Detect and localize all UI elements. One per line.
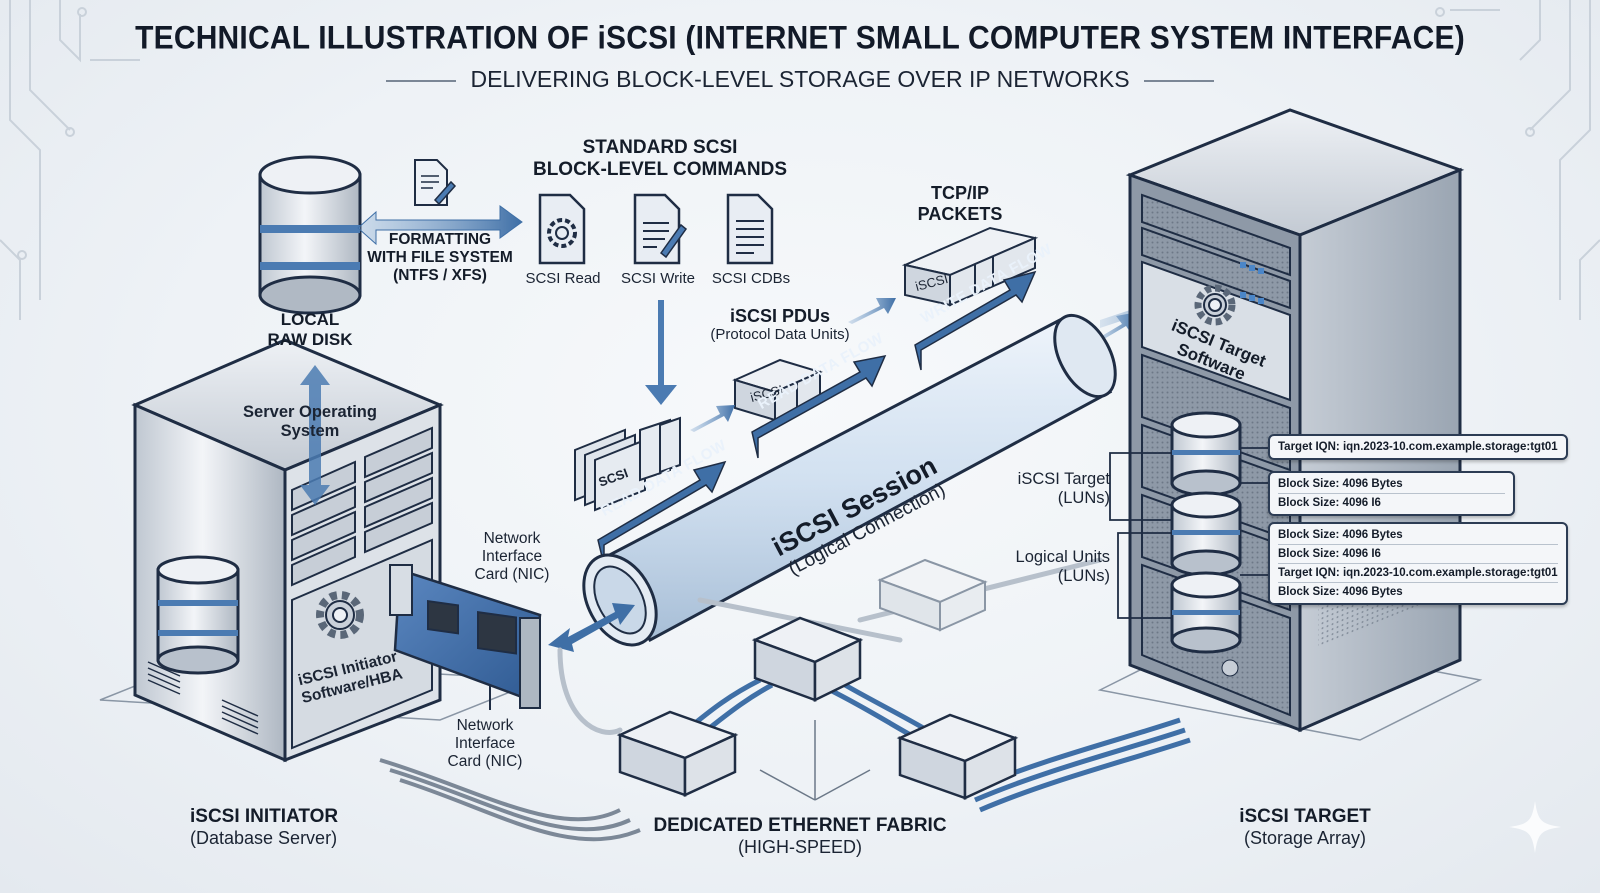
- local-raw-disk-label: LOCAL RAW DISK: [250, 310, 370, 349]
- target-luns-line2: (LUNs): [1057, 488, 1110, 507]
- scsi-cdbs-icon: [726, 193, 774, 265]
- nic-session-arrow: [548, 603, 635, 652]
- tcpip-line1: TCP/IP: [930, 183, 989, 203]
- annotation-row: Target IQN: iqn.2023-10.com.example.stor…: [1278, 441, 1558, 453]
- fabric-caption-subtitle: (HIGH-SPEED): [737, 836, 862, 857]
- lun-bracket-lines: [1109, 447, 1268, 619]
- packet-block-icon: [901, 226, 1039, 307]
- os-vertical-arrow: [300, 365, 330, 505]
- initiator-caption-subtitle: (Database Server): [190, 827, 338, 848]
- nic-upper-label: Network Interface Card (NIC): [462, 530, 562, 583]
- nic-upper-line1: Network: [483, 530, 541, 547]
- formatting-arrow: [357, 205, 523, 246]
- nic-lower-line2: Interface: [454, 734, 516, 752]
- lun-disk-stack: [1170, 411, 1242, 654]
- os-line1: Server Operating: [243, 403, 377, 421]
- initiator-server: [99, 338, 541, 763]
- annotation-row: Target IQN: iqn.2023-10.com.example.stor…: [1278, 564, 1558, 583]
- annotation-row: Block Size: 4096 Bytes: [1278, 475, 1505, 494]
- iscsi-target-luns-label: iSCSI Target (LUNs): [990, 470, 1110, 508]
- logical-units-line2: (LUNs): [1057, 566, 1110, 585]
- target-caption-subtitle: (Storage Array): [1243, 827, 1367, 848]
- target-caption-title: iSCSI TARGET: [1239, 806, 1371, 827]
- annotation-row: Block Size: 4096 I6: [1278, 545, 1558, 564]
- down-arrow: [645, 300, 677, 405]
- circuit-decoration-right: [1435, 0, 1600, 320]
- commands-heading-line1: STANDARD SCSI: [582, 137, 738, 158]
- formatting-line3: (NTFS / XFS): [393, 266, 487, 284]
- page-title: TECHNICAL ILLUSTRATION OF iSCSI (INTERNE…: [135, 20, 1465, 57]
- os-line2: System: [280, 421, 340, 440]
- annotation-box-1: Target IQN: iqn.2023-10.com.example.stor…: [1268, 434, 1568, 460]
- initiator-caption: iSCSI INITIATOR (Database Server): [190, 806, 410, 849]
- initiator-disk-icon: [156, 555, 240, 675]
- ethernet-fabric: [379, 557, 1191, 842]
- circuit-decoration-left: [0, 0, 140, 320]
- annotation-box-3: Block Size: 4096 Bytes Block Size: 4096 …: [1268, 522, 1568, 605]
- pdus-subtitle: (Protocol Data Units): [710, 326, 850, 343]
- fabric-caption-title: DEDICATED ETHERNET FABRIC: [653, 815, 947, 836]
- subtitle-text: DELIVERING BLOCK-LEVEL STORAGE OVER IP N…: [470, 66, 1130, 92]
- nic-lower-line3: Card (NIC): [447, 752, 523, 770]
- tcpip-line2: PACKETS: [917, 203, 1003, 224]
- logical-units-label: Logical Units (LUNs): [990, 548, 1110, 586]
- subtitle-rule-left: [386, 79, 457, 82]
- nic-card-icon: [389, 564, 542, 710]
- scsi-cdbs-label: SCSI CDBs: [711, 270, 791, 287]
- nic-lower-label: Network Interface Card (NIC): [435, 717, 535, 770]
- local-raw-disk-icon: [258, 155, 362, 315]
- scsi-stack-icon: [574, 416, 681, 512]
- write-flow-arrow: [914, 270, 1037, 371]
- target-luns-line1: iSCSI Target: [1017, 470, 1110, 488]
- scsi-write-label: SCSI Write: [621, 270, 695, 287]
- page-subtitle: DELIVERING BLOCK-LEVEL STORAGE OVER IP N…: [0, 66, 1600, 93]
- annotation-row: Block Size: 4096 I6: [1278, 497, 1381, 509]
- fabric-caption: DEDICATED ETHERNET FABRIC (HIGH-SPEED): [640, 815, 960, 858]
- scsi-write-icon: [633, 193, 688, 265]
- nic-lower-line1: Network: [456, 717, 514, 734]
- nic-upper-line2: Interface: [481, 547, 543, 565]
- annotation-box-2: Block Size: 4096 Bytes Block Size: 4096 …: [1268, 471, 1515, 516]
- target-caption: iSCSI TARGET (Storage Array): [1215, 806, 1395, 849]
- sparkle-icon: [1509, 801, 1561, 853]
- scsi-read-icon: [538, 193, 586, 265]
- logical-units-line1: Logical Units: [1015, 548, 1110, 566]
- target-gear-icon: [1194, 284, 1236, 326]
- read-flow-arrow-2: [751, 354, 887, 459]
- annotation-row: Block Size: 4096 Bytes: [1278, 526, 1558, 545]
- file-edit-icon: [414, 159, 457, 206]
- formatting-line2: WITH FILE SYSTEM: [367, 248, 513, 266]
- nic-upper-line3: Card (NIC): [474, 565, 550, 583]
- initiator-gear-icon: [316, 591, 364, 639]
- target-storage-array: [1097, 108, 1483, 741]
- commands-heading: STANDARD SCSI BLOCK-LEVEL COMMANDS: [520, 137, 800, 181]
- local-disk-line2: RAW DISK: [267, 329, 353, 349]
- scsi-read-label: SCSI Read: [525, 270, 601, 287]
- initiator-caption-title: iSCSI INITIATOR: [190, 806, 339, 827]
- subtitle-rule-right: [1143, 79, 1214, 82]
- pdus-title: iSCSI PDUs: [729, 306, 831, 326]
- server-os-label: Server Operating System: [230, 403, 390, 441]
- formatting-label: FORMATTING WITH FILE SYSTEM (NTFS / XFS): [355, 231, 525, 284]
- annotation-row: Block Size: 4096 Bytes: [1278, 586, 1403, 598]
- commands-heading-line2: BLOCK-LEVEL COMMANDS: [532, 158, 788, 180]
- local-disk-line1: LOCAL: [280, 310, 340, 329]
- formatting-line1: FORMATTING: [388, 231, 492, 248]
- tcpip-label: TCP/IP PACKETS: [900, 183, 1020, 224]
